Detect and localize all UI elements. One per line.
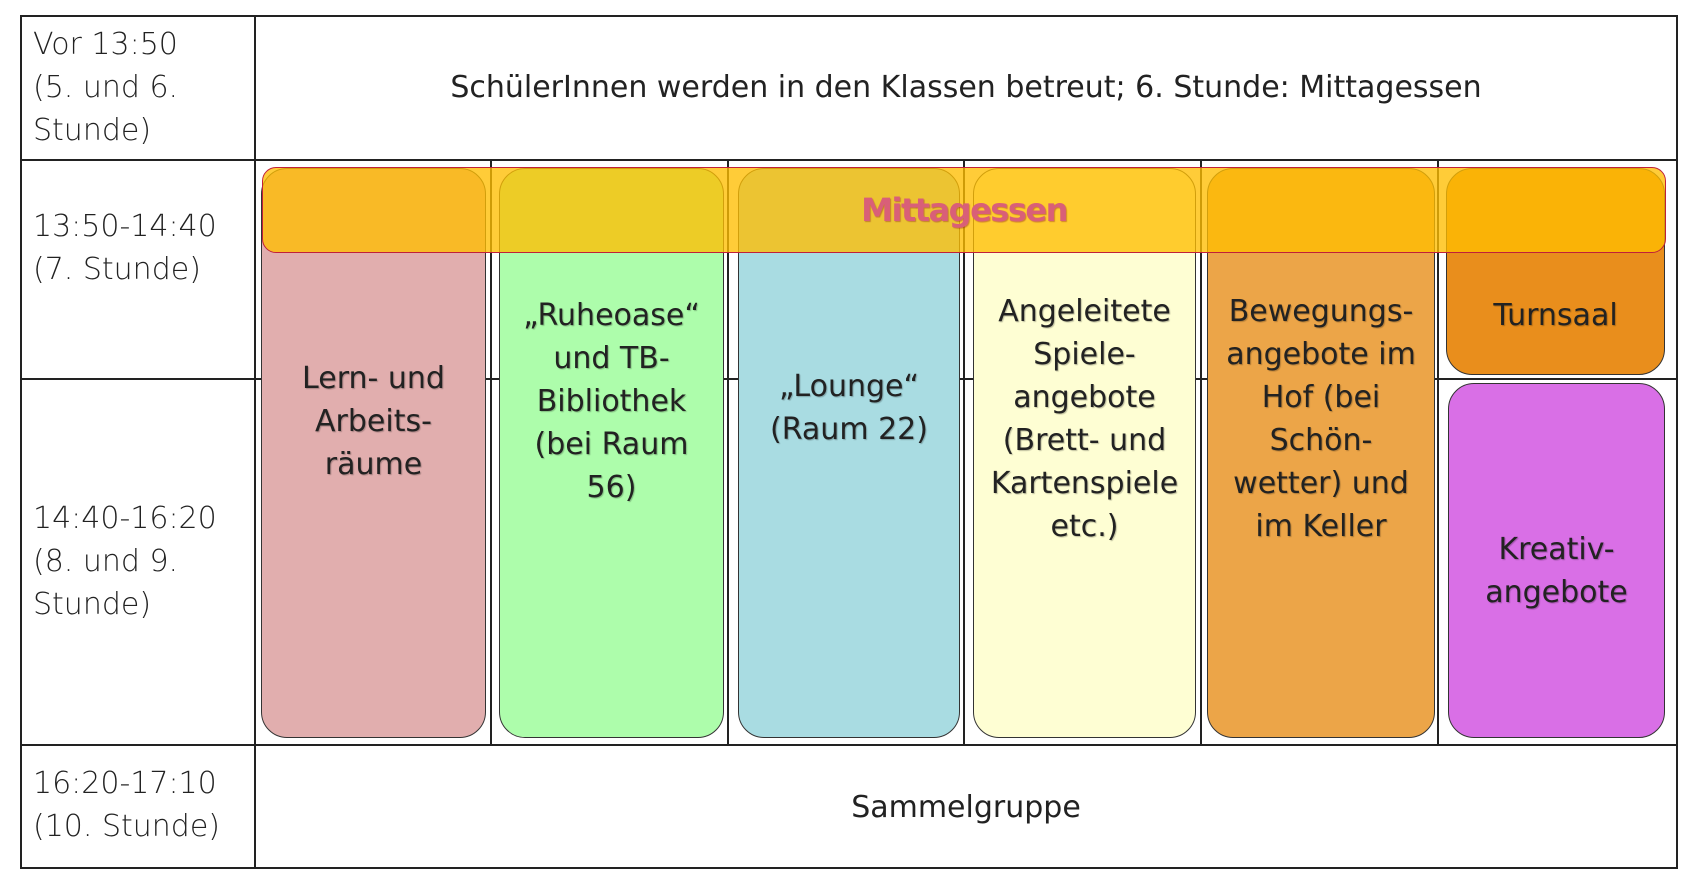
time-label-before-1350: Vor 13:50 (5. und 6. Stunde): [33, 27, 179, 148]
activity-angeleitete-spiele: Angeleitete Spiele- angebote (Brett- und…: [973, 168, 1196, 738]
grid-column-divider-1: [490, 159, 492, 746]
mittagessen-overlay-bar: Mittagessen: [262, 167, 1666, 253]
grid-column-divider-5: [1437, 159, 1439, 746]
grid-border-top: [20, 15, 1678, 17]
grid-time-column-divider: [254, 15, 256, 869]
grid-border-left: [20, 15, 22, 869]
grid-row-divider-1: [20, 159, 1678, 161]
activity-label: Turnsaal: [1493, 298, 1618, 333]
activity-label: „Lounge“ (Raum 22): [770, 369, 928, 447]
grid-border-bottom: [20, 867, 1678, 869]
activity-lern-arbeitsraeume: Lern- und Arbeits- räume: [261, 168, 486, 738]
top-banner-text: SchülerInnen werden in den Klassen betre…: [450, 70, 1482, 105]
grid-border-right: [1676, 15, 1678, 869]
activity-label: Bewegungs- angebote im Hof (bei Schön- w…: [1226, 294, 1416, 544]
activity-label: „Ruheoase“ und TB- Bibliothek (bei Raum …: [523, 297, 700, 505]
activity-kreativangebote: Kreativ- angebote: [1448, 383, 1665, 738]
activity-lounge: „Lounge“ (Raum 22): [738, 168, 960, 738]
time-label-1620-1710: 16:20-17:10 (10. Stunde): [33, 766, 220, 844]
time-label-1350-1440: 13:50-14:40 (7. Stunde): [33, 209, 217, 287]
grid-column-divider-2: [727, 159, 729, 746]
activity-label: Angeleitete Spiele- angebote (Brett- und…: [990, 294, 1179, 544]
bottom-banner-text: Sammelgruppe: [851, 790, 1081, 825]
activity-bewegungsangebote: Bewegungs- angebote im Hof (bei Schön- w…: [1207, 168, 1435, 738]
activity-label: Kreativ- angebote: [1485, 531, 1628, 610]
time-label-1440-1620: 14:40-16:20 (8. und 9. Stunde): [33, 501, 217, 622]
activity-ruheoase-bibliothek: „Ruheoase“ und TB- Bibliothek (bei Raum …: [499, 168, 724, 738]
activity-label: Lern- und Arbeits- räume: [302, 360, 445, 482]
grid-row-divider-3: [20, 744, 1678, 746]
grid-column-divider-3: [963, 159, 965, 746]
grid-column-divider-4: [1200, 159, 1202, 746]
mittagessen-label: Mittagessen: [861, 191, 1068, 229]
